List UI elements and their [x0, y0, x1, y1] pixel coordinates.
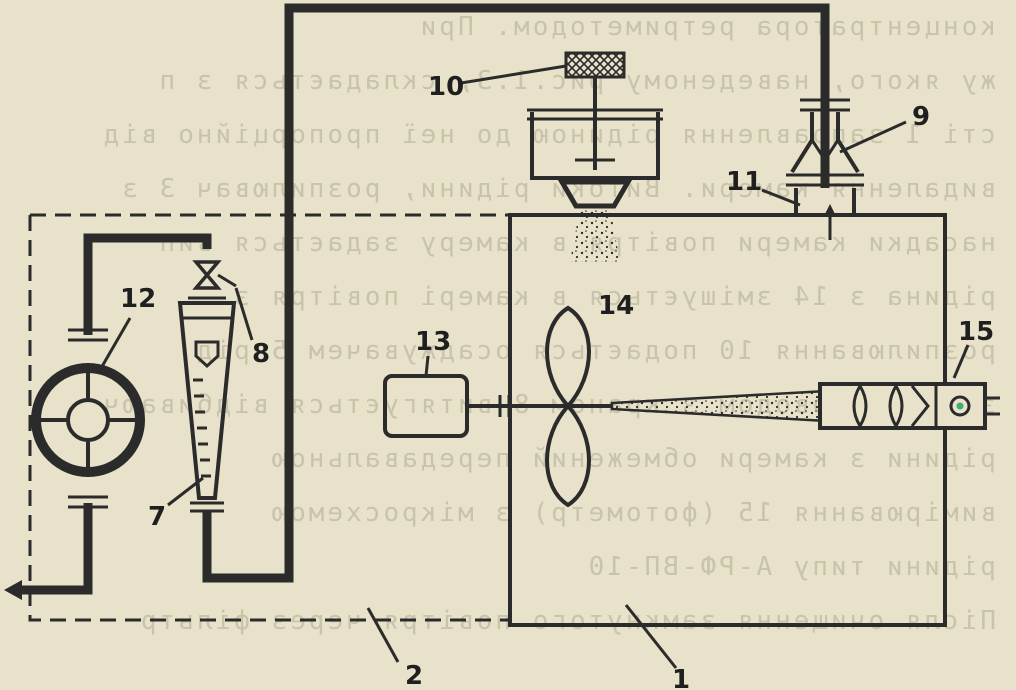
- label-1: 1: [672, 665, 690, 690]
- label-15: 15: [958, 317, 994, 347]
- return-pipe: [202, 3, 830, 583]
- label-9: 9: [912, 102, 930, 132]
- bottom-left-pipe: [22, 503, 93, 595]
- dashed-enclosure: [28, 213, 510, 622]
- label-14: 14: [598, 291, 634, 321]
- top-left-pipe: [83, 233, 212, 335]
- outlet-arrow-icon: [4, 580, 22, 600]
- leader-line-10: [460, 64, 567, 85]
- inlet-nozzle-9: [786, 98, 864, 240]
- label-2: 2: [405, 661, 423, 690]
- motor-13: [383, 374, 469, 438]
- fan-14: [545, 305, 591, 508]
- leader-line-15: [952, 344, 970, 379]
- blower-12: [31, 363, 145, 477]
- photometer-15: [818, 382, 1000, 430]
- label-7: 7: [148, 502, 166, 532]
- label-13: 13: [415, 327, 451, 357]
- leader-line-2: [366, 607, 400, 663]
- rotameter-7: [177, 301, 237, 513]
- chamber-box: [508, 213, 947, 627]
- valve-8: [188, 260, 237, 300]
- leader-line-12: [98, 317, 132, 371]
- label-12: 12: [120, 284, 156, 314]
- leader-line-13: [424, 355, 430, 377]
- label-11: 11: [726, 167, 762, 197]
- leader-line-8: [234, 287, 254, 341]
- leader-line-11: [761, 188, 801, 207]
- label-8: 8: [252, 339, 270, 369]
- leader-line-1: [624, 604, 678, 669]
- feed-hopper-10: [527, 51, 663, 262]
- label-10: 10: [428, 72, 464, 102]
- leader-line-9: [839, 120, 907, 154]
- leader-line-7: [167, 476, 204, 507]
